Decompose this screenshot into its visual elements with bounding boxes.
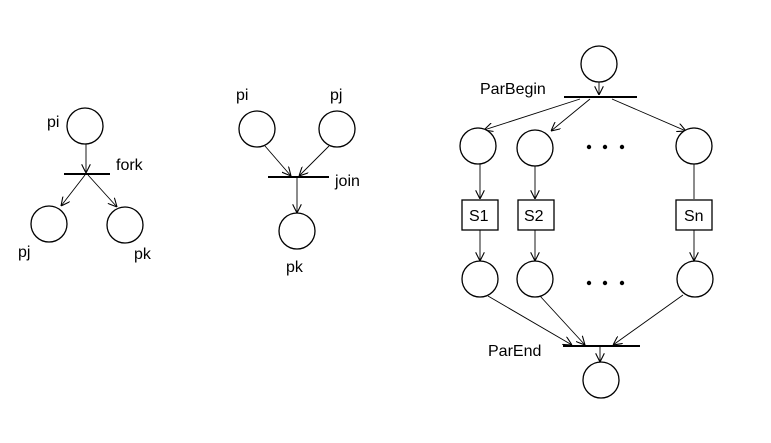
join-label-transition: join <box>334 173 360 190</box>
fork-arc-to-pj <box>61 174 86 206</box>
par-ellipsis-top-dot-3 <box>619 144 625 150</box>
fork-place-pk <box>106 206 144 244</box>
par-arc-branch-1-to-end <box>487 295 572 345</box>
fork-label-transition: fork <box>116 157 144 174</box>
fork-arc-to-pk <box>87 174 117 207</box>
par-statement-label-s2: S2 <box>524 208 544 225</box>
par-begin-label: ParBegin <box>480 81 546 98</box>
fork-diagram: pi fork pj pk <box>18 107 152 263</box>
join-label-pk: pk <box>286 259 304 276</box>
join-label-pi: pi <box>236 87 248 104</box>
par-branch-1-place-top <box>459 127 497 165</box>
join-arc-pi-transition <box>264 145 291 176</box>
par-arc-begin-branch-1 <box>484 98 581 130</box>
par-branch-1-place-bottom <box>461 260 499 298</box>
par-arc-begin-branch-2 <box>551 98 591 131</box>
par-arc-begin-branch-n <box>611 98 686 131</box>
par-bottom-place <box>582 361 620 399</box>
par-branch-2-place-bottom <box>516 260 554 298</box>
par-arc-branch-2-to-end <box>539 295 585 345</box>
par-ellipsis-top <box>586 144 625 150</box>
par-statement-box-s2 <box>517 199 555 231</box>
join-arc-pj-transition <box>299 145 330 176</box>
join-label-pj: pj <box>330 87 342 104</box>
fork-label-pj: pj <box>18 244 30 261</box>
par-branch-2-place-top <box>516 129 554 167</box>
par-ellipsis-bottom-dot-3 <box>619 280 625 286</box>
join-place-pi <box>238 110 276 148</box>
par-ellipsis-bottom-dot-1 <box>586 280 592 286</box>
fork-label-pk: pk <box>134 246 152 263</box>
par-statement-label-sn: Sn <box>684 208 704 225</box>
par-ellipsis-top-dot-1 <box>586 144 592 150</box>
par-ellipsis-bottom <box>586 280 625 286</box>
par-branch-n-place-top <box>675 127 713 165</box>
par-arc-branch-n-to-end <box>613 294 684 345</box>
fork-place-pj <box>30 205 68 243</box>
join-place-pk <box>278 212 316 250</box>
par-branch-n-place-bottom <box>676 260 714 298</box>
fork-label-pi: pi <box>47 114 59 131</box>
par-statement-label-s1: S1 <box>469 208 489 225</box>
parallel-diagram: ParBegin S1 S2 Sn <box>459 45 714 399</box>
par-end-label: ParEnd <box>488 343 541 360</box>
par-top-place <box>580 45 618 83</box>
join-diagram: pi pj join pk <box>236 87 360 276</box>
par-statement-box-s1 <box>461 199 499 231</box>
fork-place-pi <box>66 107 104 145</box>
par-ellipsis-bottom-dot-2 <box>602 280 608 286</box>
join-place-pj <box>318 110 356 148</box>
par-ellipsis-top-dot-2 <box>602 144 608 150</box>
